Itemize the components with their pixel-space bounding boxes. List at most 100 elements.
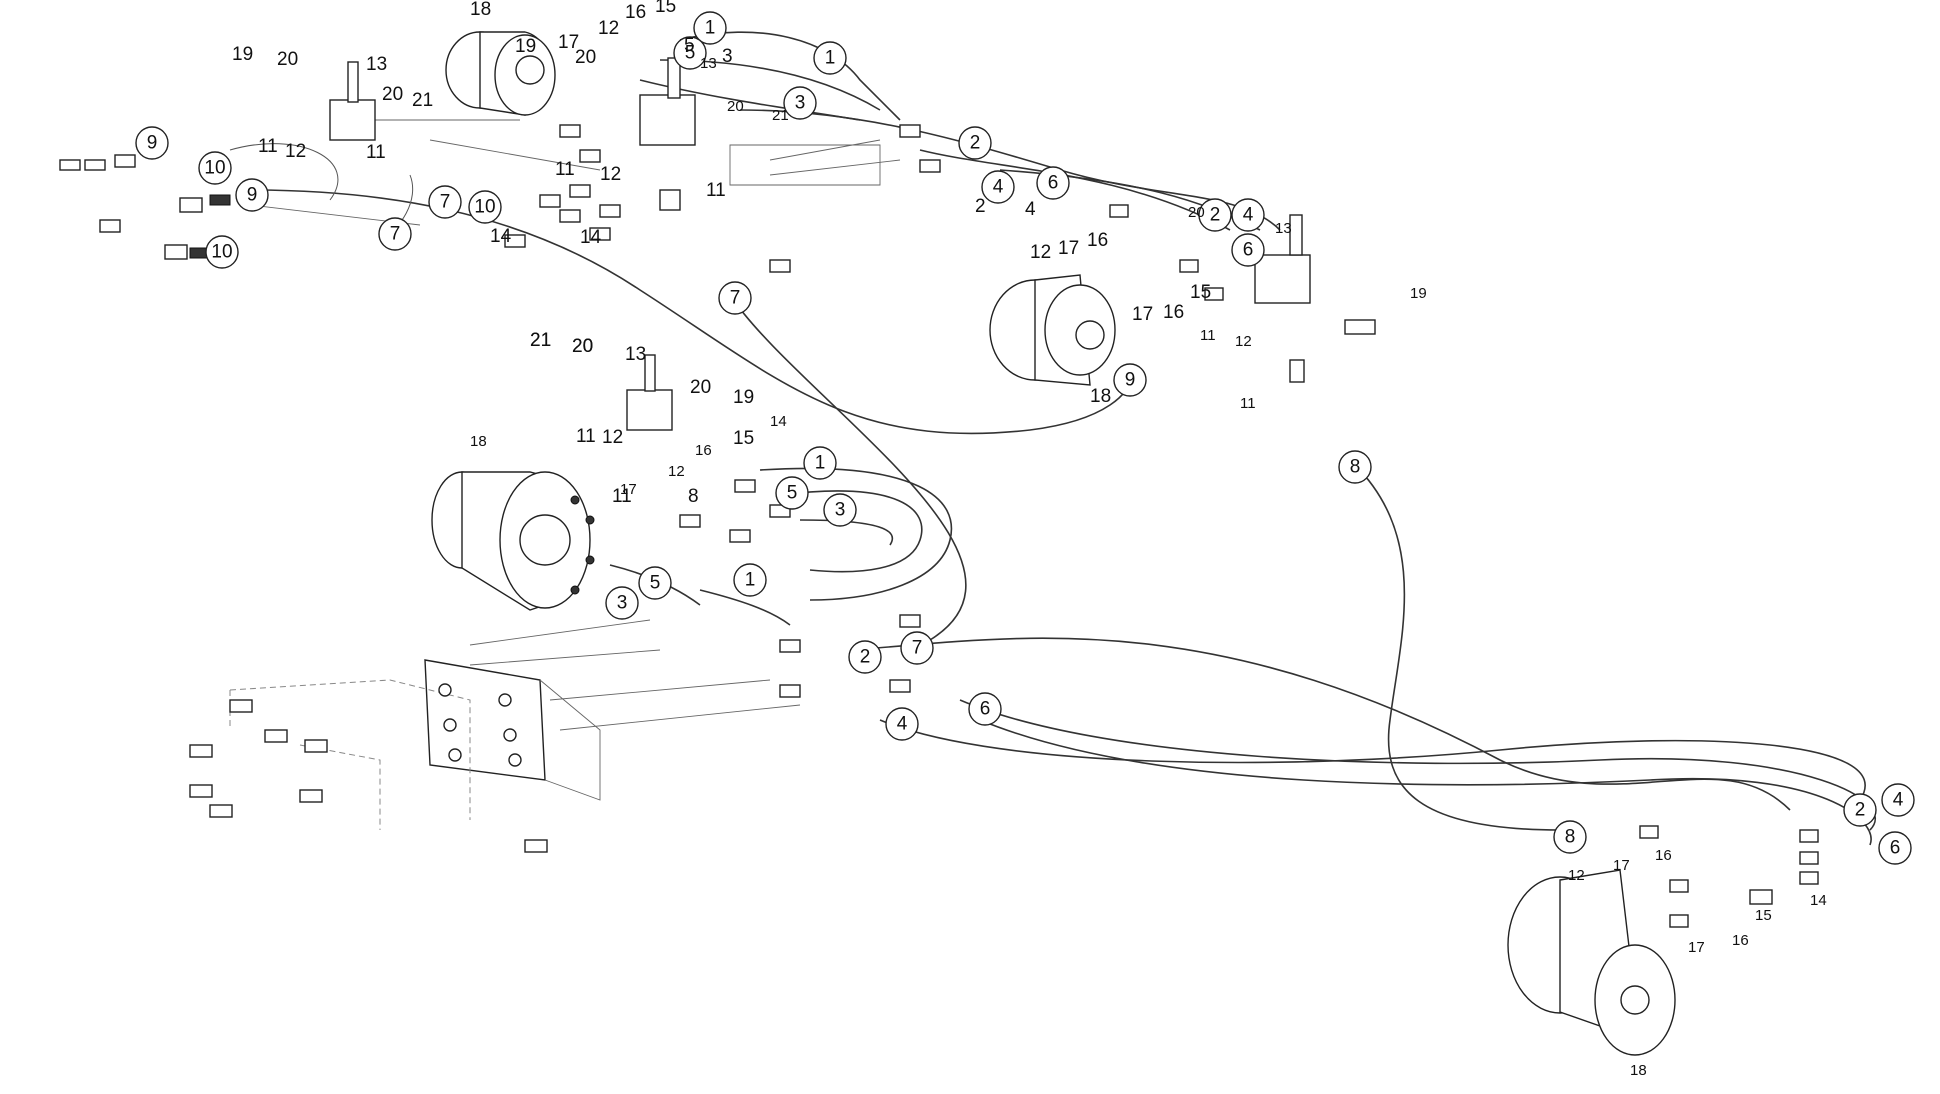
part-label-17: 17 [1132, 304, 1153, 325]
part-label-20: 20 [572, 336, 593, 357]
part-label-12: 12 [598, 18, 619, 39]
part-label-17: 17 [1058, 238, 1079, 259]
callout-circle [1553, 820, 1587, 854]
callout-9: 9 [135, 126, 169, 160]
fittings [59, 124, 1819, 928]
part-label-20: 20 [382, 84, 403, 105]
callout-number: 8 [1350, 457, 1361, 478]
part-label-14: 14 [490, 226, 512, 247]
part-label-21: 21 [530, 330, 551, 351]
callout-circle [958, 126, 992, 160]
callout-number: 5 [685, 43, 696, 64]
part-label-15: 15 [1755, 907, 1772, 924]
callout-number: 7 [440, 192, 451, 213]
valve-blocks [329, 57, 1311, 431]
callout-circle [1843, 793, 1877, 827]
callout-circle [733, 563, 767, 597]
callout-number: 6 [980, 699, 991, 720]
callout-circle [1231, 233, 1265, 267]
callout-number: 5 [650, 573, 661, 594]
callout-circle [1231, 198, 1265, 232]
callout-circle [1113, 363, 1147, 397]
callout-circle [378, 217, 412, 251]
callout-circle [1036, 166, 1070, 200]
motor-right-lower [1507, 869, 1676, 1056]
callout-3: 3 [783, 86, 817, 120]
part-label-8: 8 [688, 486, 699, 507]
callout-number: 2 [1855, 800, 1866, 821]
part-label-13: 13 [366, 54, 387, 75]
callout-10: 10 [468, 190, 502, 224]
callout-8: 8 [1553, 820, 1587, 854]
callout-number: 3 [835, 500, 846, 521]
callout-number: 5 [787, 483, 798, 504]
callout-1: 1 [693, 11, 727, 45]
part-label-19: 19 [232, 44, 253, 65]
callout-circle [1878, 831, 1912, 865]
part-label-17: 17 [1613, 857, 1630, 874]
callout-6: 6 [1878, 831, 1912, 865]
callout-9: 9 [1113, 363, 1147, 397]
callout-10: 10 [198, 151, 232, 185]
part-label-2: 2 [975, 196, 986, 217]
callout-4: 4 [885, 707, 919, 741]
callout-circle [783, 86, 817, 120]
part-label-21: 21 [530, 330, 551, 351]
callout-number: 10 [204, 158, 225, 179]
callout-number: 10 [211, 242, 232, 263]
part-label-19: 19 [733, 387, 754, 408]
callout-number: 3 [617, 593, 628, 614]
callout-number: 4 [1243, 205, 1254, 226]
part-label-20: 20 [572, 336, 593, 357]
part-label-20: 20 [727, 98, 744, 115]
part-label-16: 16 [625, 2, 646, 23]
callout-circle [968, 692, 1002, 726]
part-label-19: 19 [515, 36, 536, 57]
callout-number: 3 [795, 93, 806, 114]
part-label-13: 13 [700, 55, 717, 72]
callout-circle [823, 493, 857, 527]
part-label-12: 12 [602, 427, 623, 448]
callout-number: 4 [1893, 790, 1904, 811]
callout-number: 1 [825, 48, 836, 69]
part-label-11: 11 [612, 486, 632, 507]
callout-circle [638, 566, 672, 600]
part-label-18: 18 [470, 0, 491, 20]
part-label-12: 12 [1235, 333, 1252, 350]
callout-circle [813, 41, 847, 75]
part-label-12: 12 [285, 141, 306, 162]
callout-circle [775, 476, 809, 510]
callout-circle [693, 11, 727, 45]
callout-7: 7 [428, 185, 462, 219]
part-label-11: 11 [555, 159, 575, 180]
part-label-11: 11 [1200, 327, 1216, 344]
part-label-15: 15 [733, 428, 754, 449]
part-label-19: 19 [1410, 285, 1427, 302]
callout-5: 5 [673, 36, 707, 70]
callout-2: 2 [848, 640, 882, 674]
callout-circle [803, 446, 837, 480]
part-label-14: 14 [1810, 892, 1827, 909]
callout-6: 6 [968, 692, 1002, 726]
part-label-11: 11 [1240, 395, 1256, 412]
callout-circle [468, 190, 502, 224]
part-label-20: 20 [690, 377, 711, 398]
part-label-12: 12 [1568, 867, 1585, 884]
part-label-20: 20 [1188, 204, 1205, 221]
callout-number: 6 [1243, 240, 1254, 261]
callout-10: 10 [205, 235, 239, 269]
callout-circle [235, 178, 269, 212]
callout-number: 2 [970, 133, 981, 154]
part-label-4: 4 [1025, 199, 1036, 220]
part-label-18: 18 [1630, 1062, 1647, 1079]
callout-number: 4 [897, 714, 908, 735]
callout-circle [198, 151, 232, 185]
callout-6: 6 [1231, 233, 1265, 267]
part-label-15: 15 [1190, 282, 1211, 303]
part-label-12: 12 [1030, 242, 1051, 263]
callout-4: 4 [981, 170, 1015, 204]
callout-number: 6 [1890, 838, 1901, 859]
callout-number: 6 [1048, 173, 1059, 194]
part-label-21: 21 [412, 90, 433, 111]
